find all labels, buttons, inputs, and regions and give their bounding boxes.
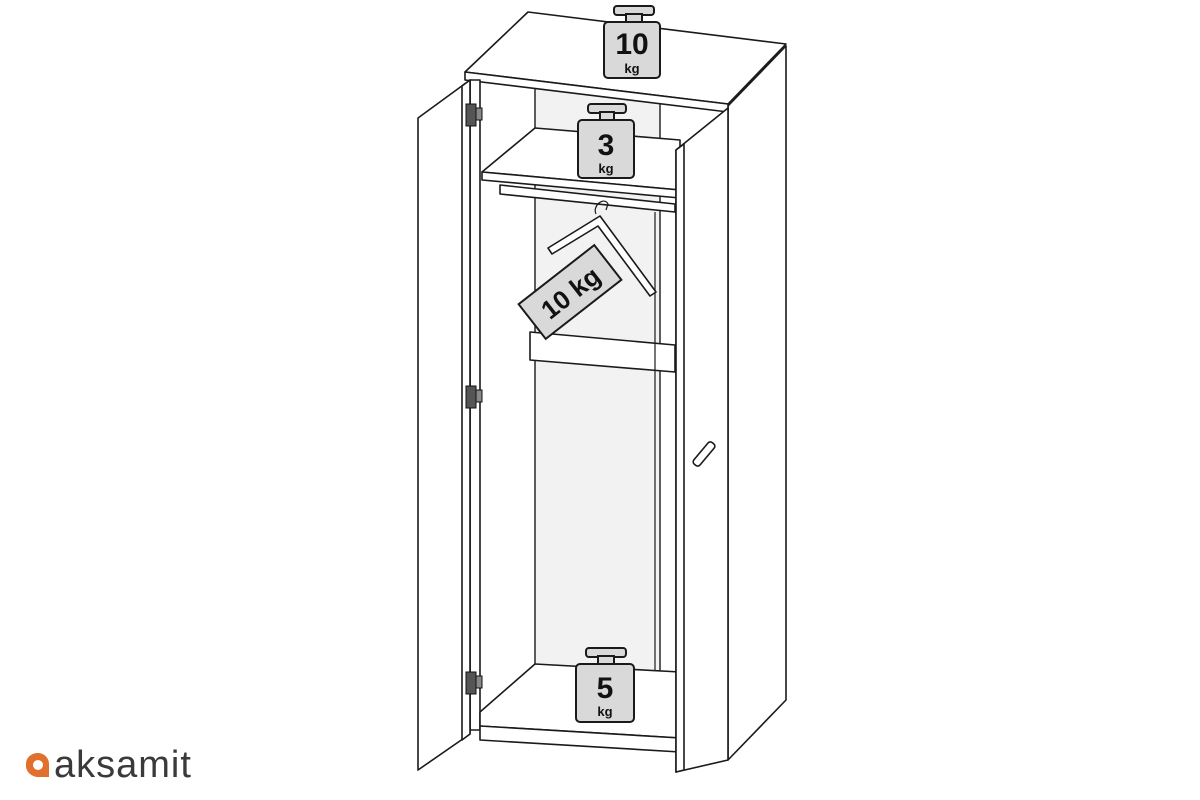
brand-logo-icon: [26, 753, 49, 777]
top-weight-unit: kg: [624, 61, 639, 76]
shelf-weight-value: 3: [598, 129, 615, 162]
hinge-middle-icon: [465, 385, 483, 409]
hinge-bottom-icon: [465, 671, 483, 695]
hanger-icon: [547, 200, 657, 297]
bottom-weight-icon: 5 kg: [575, 647, 635, 723]
right-door-edge: [675, 143, 685, 773]
right-side-panel: [727, 45, 787, 761]
hinge-top-icon: [465, 103, 483, 127]
hanging-rail: [499, 184, 676, 213]
bottom-weight-unit: kg: [597, 704, 612, 719]
left-door-edge: [461, 79, 471, 741]
middle-divider: [529, 331, 676, 373]
bottom-weight-value: 5: [597, 672, 614, 705]
door-handle-icon: [692, 441, 716, 467]
shelf-weight-unit: kg: [598, 161, 613, 176]
brand-logo: aksamit: [22, 740, 192, 790]
brand-name: aksamit: [54, 743, 192, 786]
top-weight-value: 10: [615, 28, 648, 61]
shelf-weight-icon: 3 kg: [577, 103, 635, 179]
top-weight-icon: 10 kg: [603, 5, 661, 79]
